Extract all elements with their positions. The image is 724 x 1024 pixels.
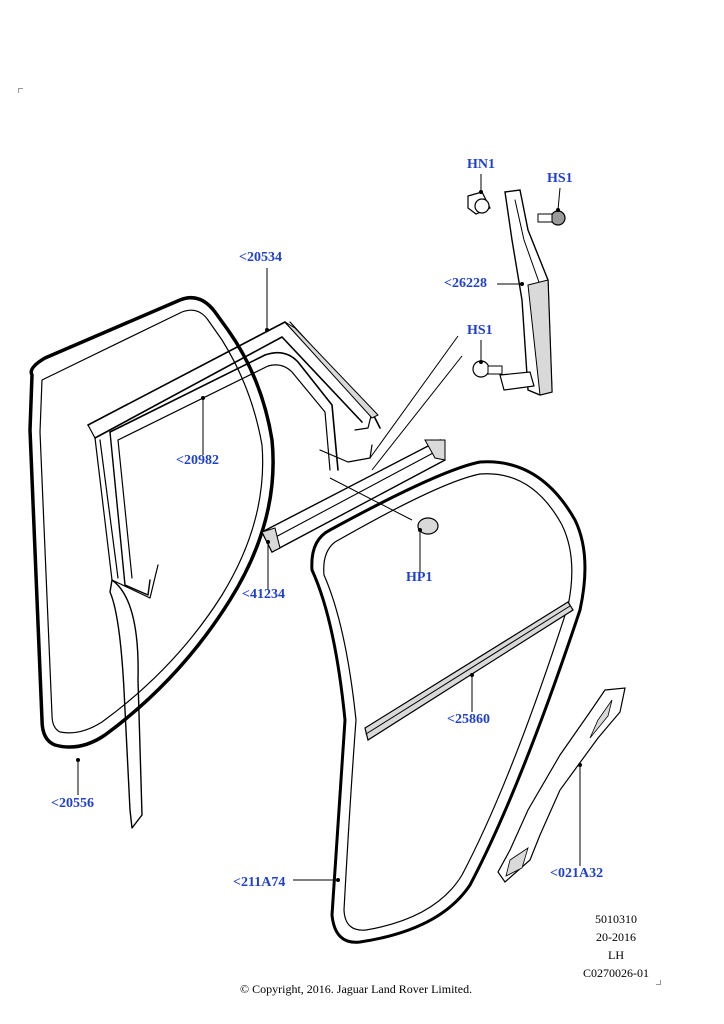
b-pillar-trim-bracket bbox=[467, 189, 566, 396]
leader-dots bbox=[76, 190, 582, 882]
copyright-notice: © Copyright, 2016. Jaguar Land Rover Lim… bbox=[240, 982, 473, 996]
callout-hp1[interactable]: HP1 bbox=[406, 570, 433, 585]
belt-molding bbox=[364, 601, 574, 741]
callout-hn1[interactable]: HN1 bbox=[467, 157, 495, 172]
callout-211a74[interactable]: <211A74 bbox=[233, 875, 286, 890]
callout-25860[interactable]: <25860 bbox=[447, 712, 490, 727]
rear-quarter-trim bbox=[497, 687, 626, 883]
diagram-code: C0270026-01 bbox=[583, 966, 649, 980]
glass-run-channel bbox=[109, 351, 373, 596]
callout-hs1-mid[interactable]: HS1 bbox=[467, 323, 493, 338]
leader-lines bbox=[77, 174, 581, 881]
door-opening-seal bbox=[310, 460, 587, 944]
callout-hs1-top[interactable]: HS1 bbox=[547, 171, 573, 186]
callout-20982[interactable]: <20982 bbox=[176, 453, 219, 468]
top-left-corner-mark bbox=[18, 88, 23, 93]
door-frame-seal bbox=[87, 321, 381, 599]
diagram-side: LH bbox=[608, 948, 624, 962]
plug-part bbox=[417, 517, 439, 535]
diagram-date: 20-2016 bbox=[596, 930, 636, 944]
callout-20534[interactable]: <20534 bbox=[239, 250, 282, 265]
belt-reinforcement-bracket bbox=[261, 438, 446, 553]
outer-door-seal bbox=[28, 296, 275, 749]
lower-channel-strip bbox=[109, 579, 143, 829]
callout-26228[interactable]: <26228 bbox=[444, 276, 487, 291]
callout-41234[interactable]: <41234 bbox=[242, 587, 285, 602]
diagram-number: 5010310 bbox=[595, 912, 637, 926]
callout-20556[interactable]: <20556 bbox=[51, 796, 94, 811]
callout-021a32[interactable]: <021A32 bbox=[550, 866, 604, 881]
